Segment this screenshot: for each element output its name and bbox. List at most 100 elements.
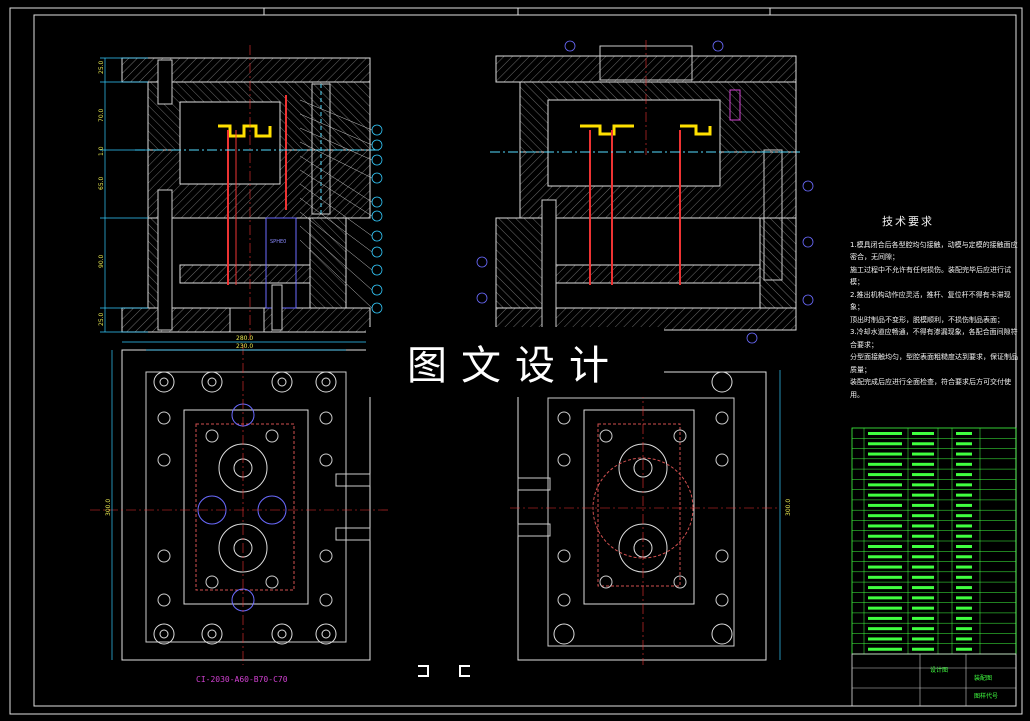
bom-cell-text bbox=[912, 627, 934, 631]
bolt-hole bbox=[153, 371, 175, 393]
bom-cell-text bbox=[868, 432, 902, 435]
bom-cell-text bbox=[956, 524, 972, 528]
bom-cell-text bbox=[956, 534, 972, 538]
part-balloon bbox=[712, 40, 724, 52]
title-label-c: 图样代号 bbox=[974, 692, 998, 700]
dim-labels-plan: 280.0 230.0 300.0 300.0 bbox=[105, 335, 792, 516]
part-balloon bbox=[564, 40, 576, 52]
bom-cell-text bbox=[912, 647, 934, 651]
screw-hole bbox=[319, 593, 333, 607]
title-block-rows bbox=[852, 428, 1016, 654]
svg-text:SPHE0: SPHE0 bbox=[270, 239, 286, 245]
bom-cell-text bbox=[868, 452, 902, 456]
plan-holes-left bbox=[153, 371, 337, 645]
part-balloons-right bbox=[476, 40, 814, 344]
dim-height-left: 300.0 bbox=[105, 499, 112, 516]
screw-hole bbox=[557, 593, 571, 607]
bom-cell-text bbox=[868, 627, 902, 631]
bom-cell-text bbox=[956, 462, 972, 466]
plan-holes-right bbox=[553, 371, 733, 645]
title-label-a: 设计图 bbox=[930, 666, 948, 674]
leader-line bbox=[299, 225, 373, 291]
bolt-hole bbox=[315, 623, 337, 645]
screw-hole bbox=[715, 453, 729, 467]
bom-cell-text bbox=[868, 462, 902, 466]
bom-cell-text bbox=[912, 616, 934, 620]
bom-cell-text bbox=[868, 514, 902, 518]
screw-hole bbox=[319, 453, 333, 467]
part-balloon bbox=[802, 236, 814, 248]
bom-cell-text bbox=[956, 555, 972, 559]
bolt-hole-inner bbox=[277, 377, 287, 387]
bom-cell-text bbox=[868, 596, 902, 600]
dim-label: 90.0 bbox=[98, 254, 105, 268]
screw-hole bbox=[157, 593, 171, 607]
bom-cell-text bbox=[868, 647, 902, 651]
bom-cell-text bbox=[912, 555, 934, 559]
bom-cell-text bbox=[868, 503, 902, 507]
notes-line: 装配完成后应进行全面检查，符合要求后方可交付使用。 bbox=[850, 378, 1011, 399]
bolt-hole-inner bbox=[321, 377, 331, 387]
screw-hole bbox=[265, 575, 279, 589]
screw-hole bbox=[157, 411, 171, 425]
notes-line: 分型面接触均匀，型腔表面粗糙度达到要求，保证制品质量； bbox=[850, 353, 1018, 374]
bom-cell-text bbox=[956, 647, 972, 651]
bom-cell-text bbox=[912, 493, 934, 497]
title-block-labels: 设计图 装配图 图样代号 bbox=[930, 666, 998, 700]
bolt-hole bbox=[153, 623, 175, 645]
watermark: 图文设计 bbox=[366, 327, 664, 397]
part-balloon bbox=[371, 196, 383, 208]
bom-cell-text bbox=[912, 462, 934, 466]
part-balloon bbox=[746, 332, 758, 344]
bolt-hole bbox=[711, 623, 733, 645]
dim-width-outer: 280.0 bbox=[236, 335, 253, 342]
bolt-hole bbox=[201, 371, 223, 393]
dim-labels-left: 25.0 70.0 1.0 65.0 90.0 25.0 bbox=[98, 60, 105, 326]
bom-cell-text bbox=[956, 473, 972, 477]
screw-hole bbox=[715, 593, 729, 607]
notes-line: 顶出时制品不变形，脱模顺利，不损伤制品表面； bbox=[850, 315, 1004, 324]
screw-hole bbox=[319, 411, 333, 425]
part-balloon bbox=[371, 172, 383, 184]
section-view-right bbox=[490, 40, 800, 331]
screw-hole bbox=[205, 429, 219, 443]
bom-cell-text bbox=[956, 565, 972, 569]
plan-view-right bbox=[510, 370, 780, 665]
bom-cell-text bbox=[912, 606, 934, 610]
part-balloon bbox=[371, 124, 383, 136]
plan-view-left bbox=[90, 345, 390, 665]
leader-line bbox=[299, 155, 373, 203]
notes-title: 技术要求 bbox=[882, 215, 934, 228]
bolt-hole bbox=[315, 371, 337, 393]
vertical-dimensions-left bbox=[100, 57, 148, 333]
bolt-hole bbox=[711, 371, 733, 393]
bolt-hole-inner bbox=[207, 629, 217, 639]
bom-cell-text bbox=[956, 575, 972, 579]
bom-cell-text bbox=[868, 493, 902, 497]
model-number: CI-2030-A60-B70-C70 bbox=[196, 675, 288, 684]
bom-cell-text bbox=[912, 637, 934, 641]
bom-cell-text bbox=[912, 442, 934, 446]
bom-cell-text bbox=[956, 483, 972, 487]
part-balloon bbox=[371, 264, 383, 276]
bom-cell-text bbox=[912, 514, 934, 518]
bolt-hole-inner bbox=[321, 629, 331, 639]
dim-label: 70.0 bbox=[98, 108, 105, 122]
bolt-hole bbox=[553, 623, 575, 645]
title-block bbox=[851, 427, 1017, 707]
screw-hole bbox=[599, 575, 613, 589]
bom-cell-text bbox=[912, 565, 934, 569]
bom-cell-text bbox=[868, 575, 902, 579]
bom-cell-text bbox=[868, 565, 902, 569]
bom-cell-text bbox=[912, 586, 934, 590]
bom-cell-text bbox=[912, 503, 934, 507]
leader-line bbox=[299, 239, 373, 309]
bom-cell-text bbox=[912, 575, 934, 579]
leader-line bbox=[299, 183, 373, 237]
bom-cell-text bbox=[956, 514, 972, 518]
notes-line: 3.冷却水道应畅通，不得有渗漏现象，各配合面间隙符合要求； bbox=[850, 328, 1018, 349]
bom-cell-text bbox=[868, 442, 902, 446]
bom-cell-text bbox=[868, 616, 902, 620]
screw-hole bbox=[319, 549, 333, 563]
